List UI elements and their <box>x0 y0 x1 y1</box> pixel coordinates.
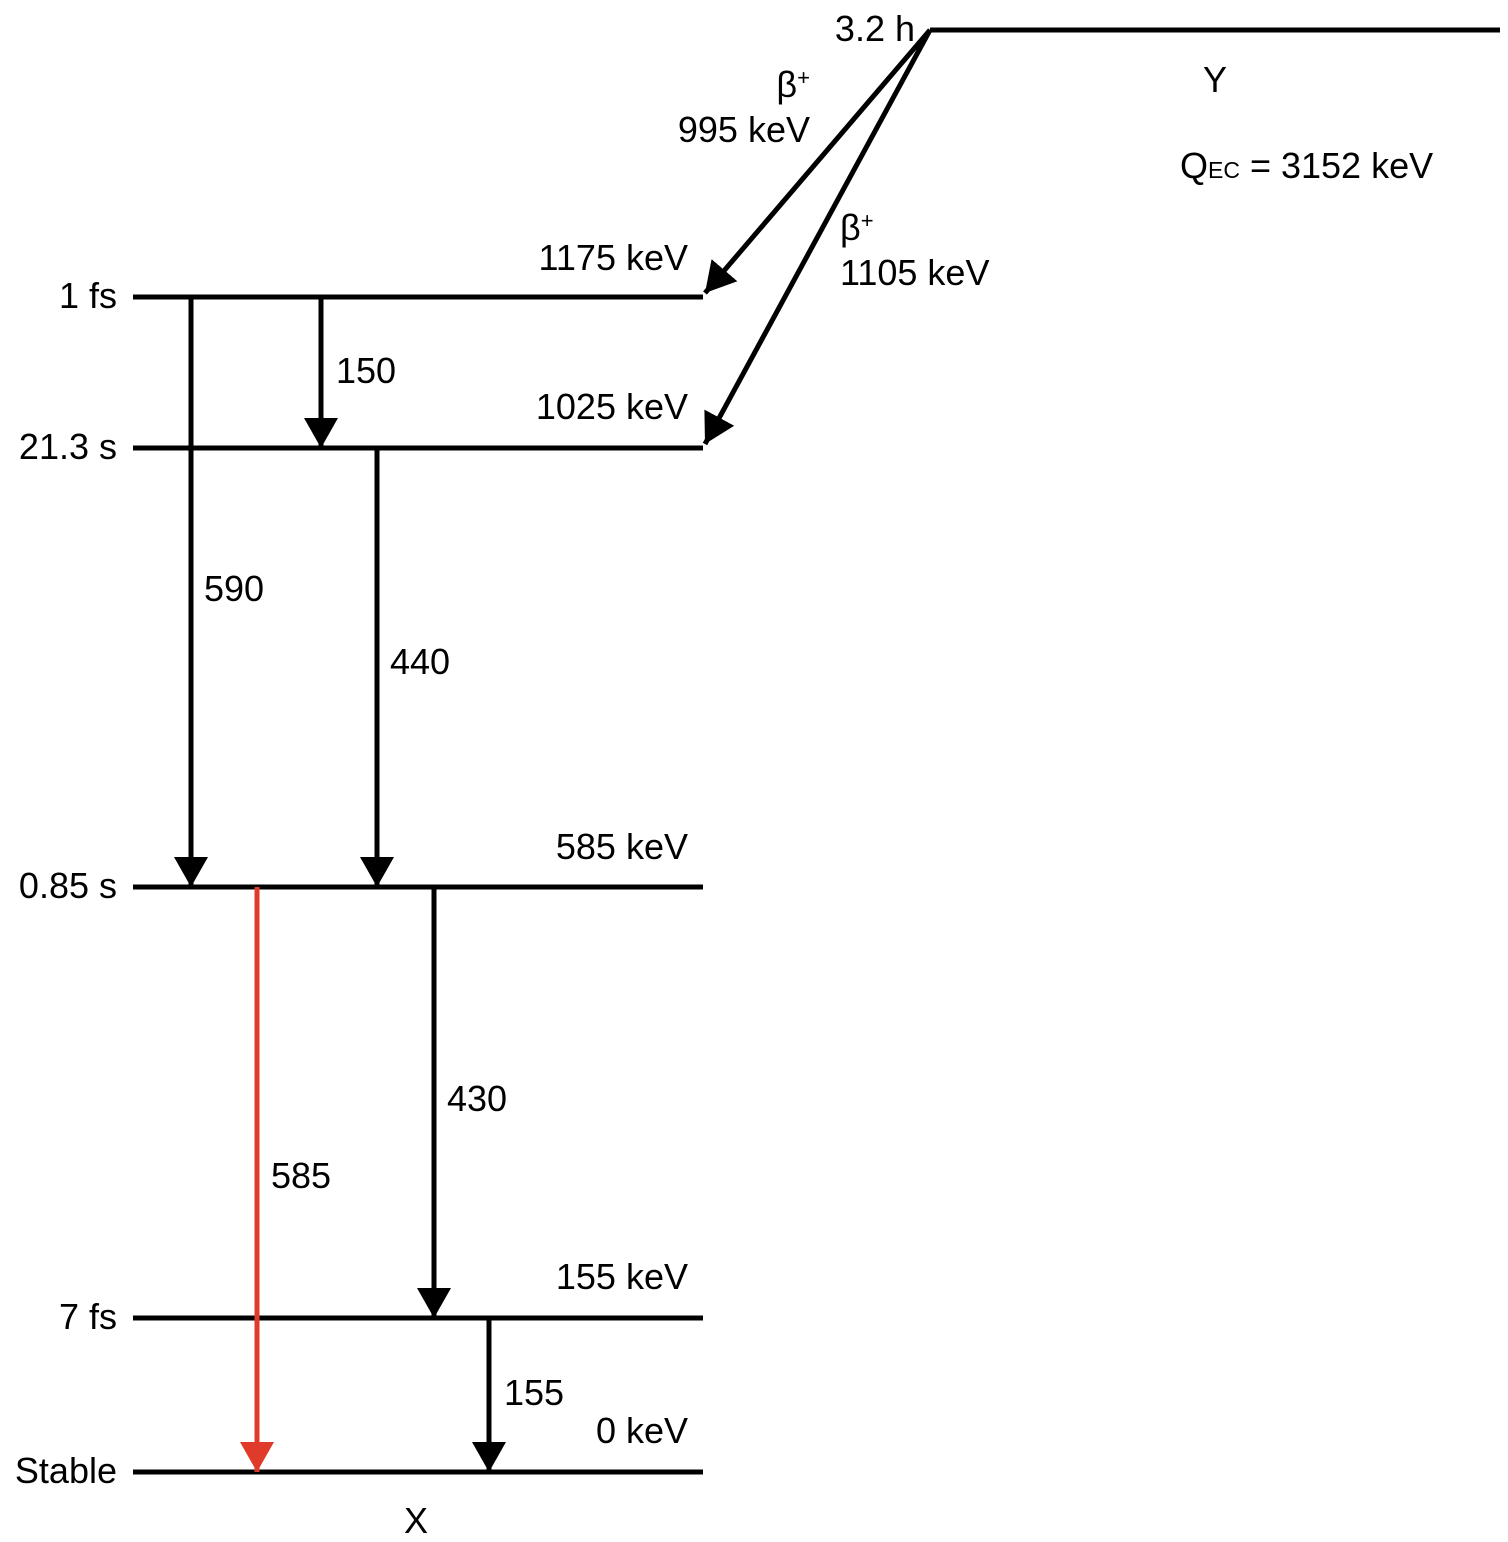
level-halflife-585: 0.85 s <box>19 865 117 906</box>
gamma-label-155: 155 <box>504 1372 564 1413</box>
beta-symbol-995: β+ <box>776 64 810 105</box>
beta-arrow-1105 <box>702 28 933 446</box>
beta-symbol-1105: β+ <box>840 207 874 248</box>
level-energy-1025: 1025 keV <box>536 386 688 427</box>
level-energy-0: 0 keV <box>596 1410 688 1451</box>
level-energy-585: 585 keV <box>556 826 688 867</box>
beta-arrow-995 <box>703 28 932 295</box>
q-value-label: QEC = 3152 keV <box>1180 145 1433 186</box>
level-halflife-155: 7 fs <box>59 1296 117 1337</box>
gamma-label-585: 585 <box>271 1155 331 1196</box>
level-halflife-1025: 21.3 s <box>19 426 117 467</box>
gamma-label-430: 430 <box>447 1078 507 1119</box>
gamma-label-440: 440 <box>390 641 450 682</box>
level-energy-155: 155 keV <box>556 1256 688 1297</box>
gamma-label-150: 150 <box>336 350 396 391</box>
gamma-label-590: 590 <box>204 568 264 609</box>
parent-halflife: 3.2 h <box>835 8 915 49</box>
beta-energy-1105: 1105 keV <box>840 252 989 293</box>
beta-energy-995: 995 keV <box>678 109 810 150</box>
parent-name: Y <box>1203 59 1227 100</box>
level-energy-1175: 1175 keV <box>539 237 688 278</box>
level-halflife-0: Stable <box>15 1450 117 1491</box>
daughter-name: X <box>404 1500 428 1541</box>
level-halflife-1175: 1 fs <box>59 275 117 316</box>
